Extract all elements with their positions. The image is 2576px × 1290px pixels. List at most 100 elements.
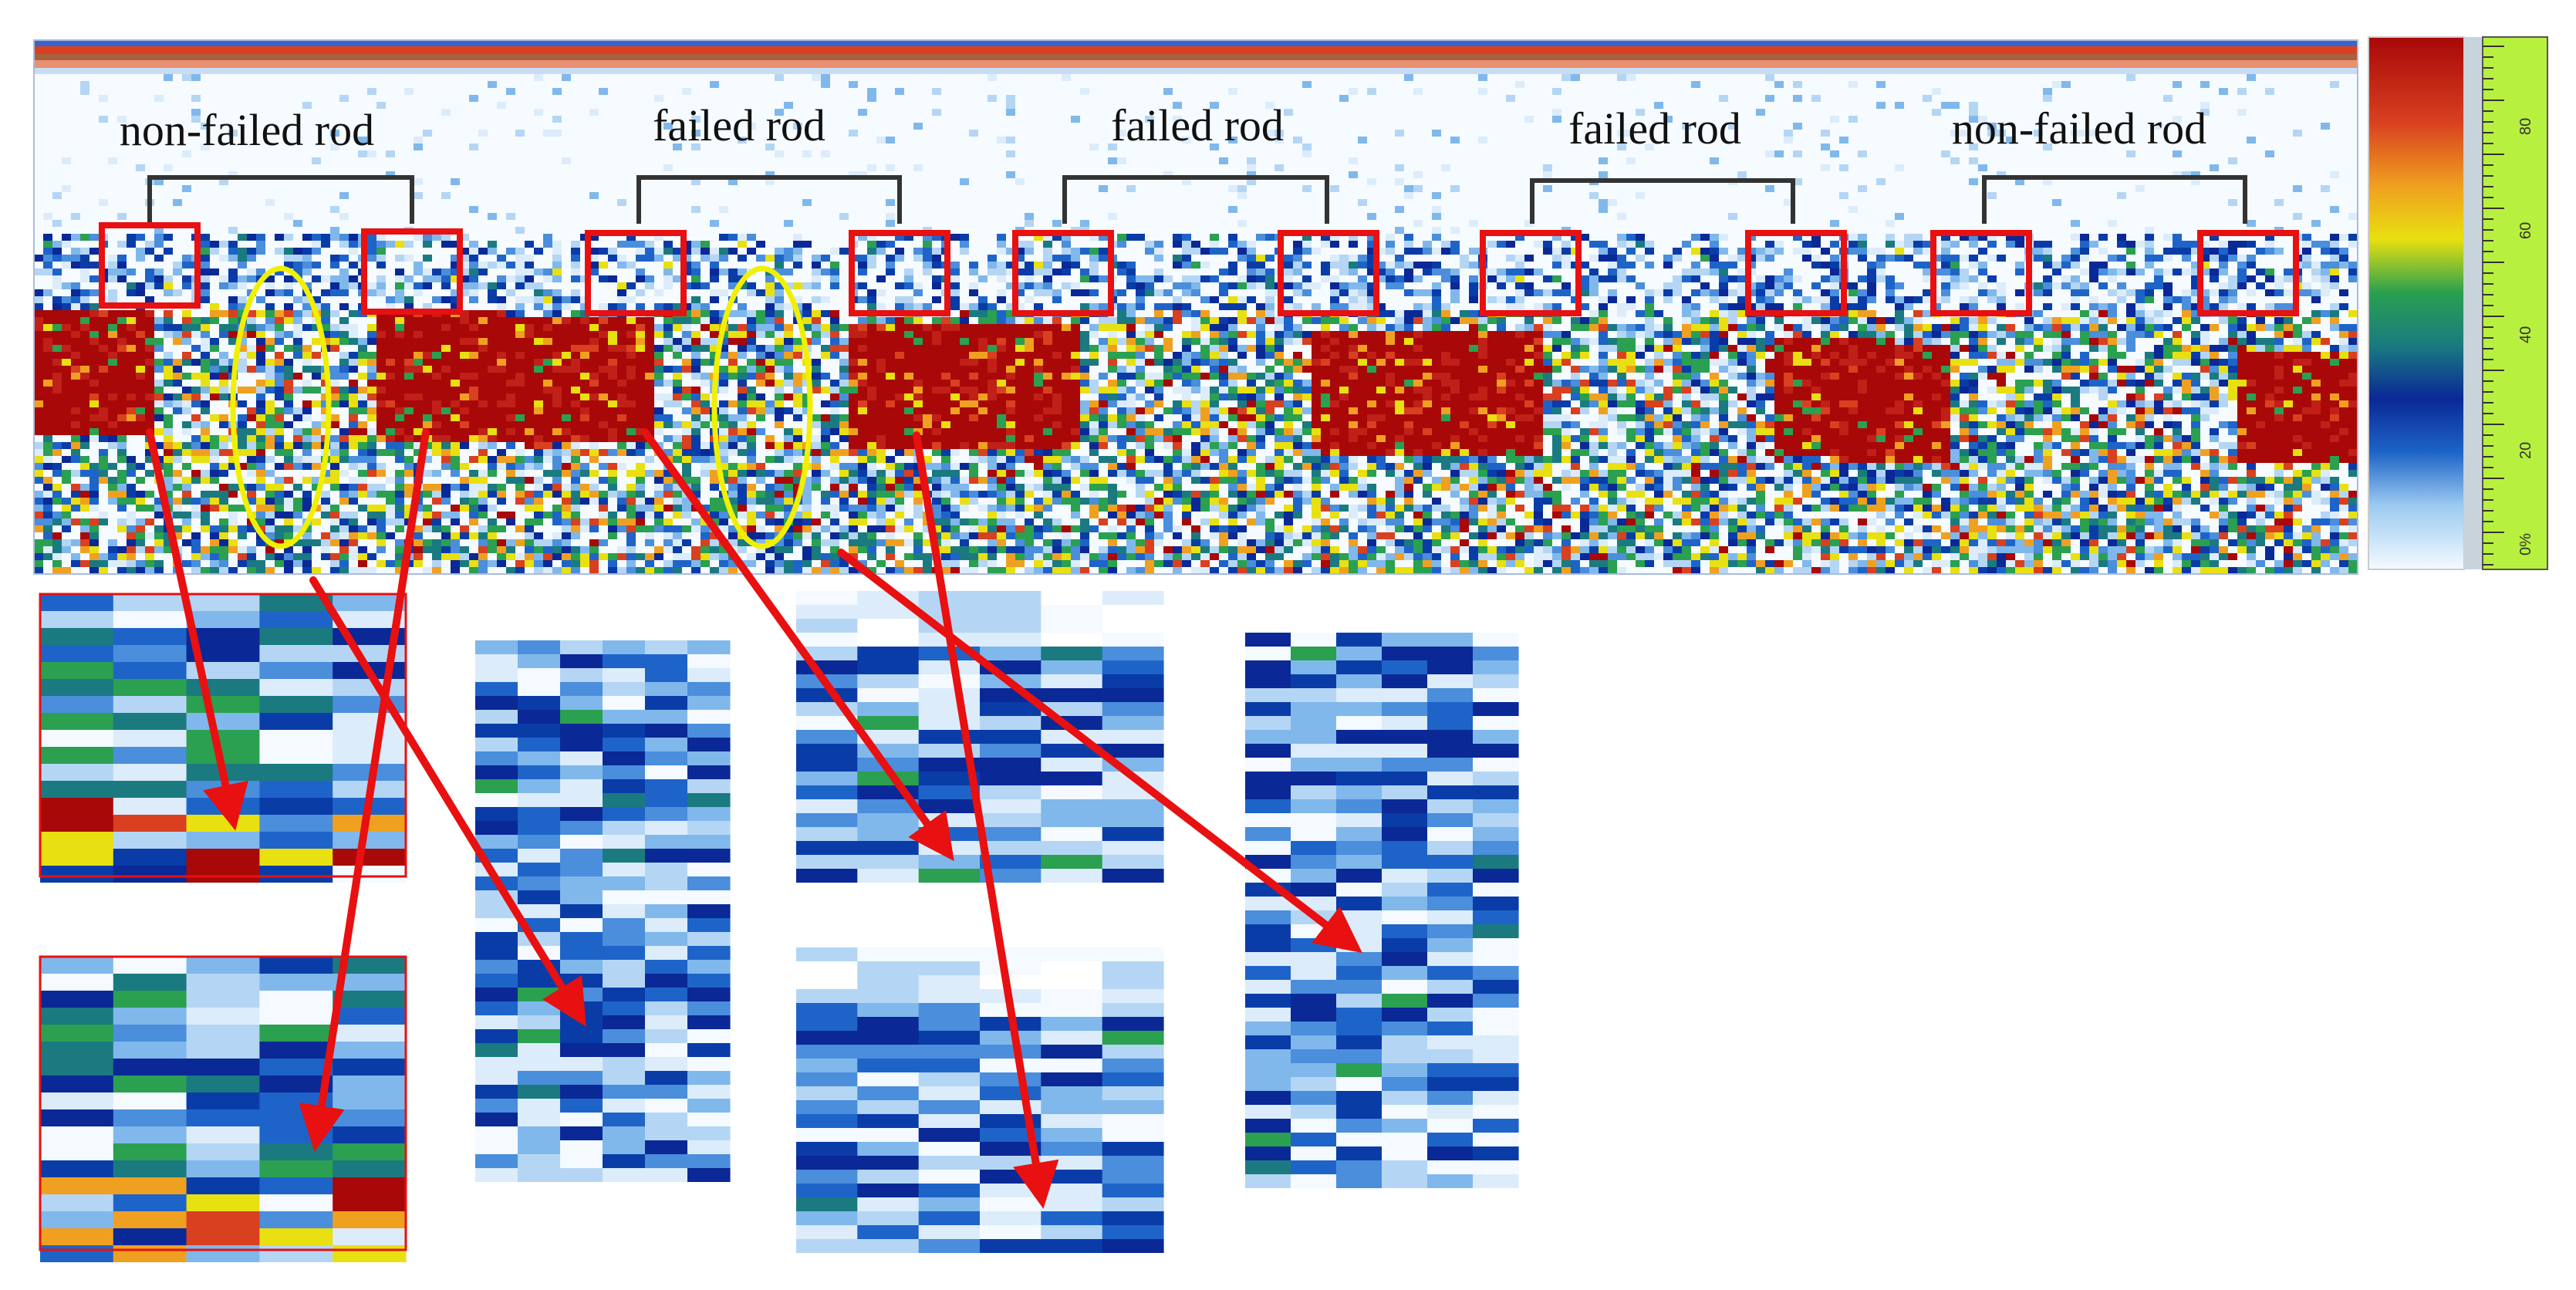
scan-cell [599,359,608,366]
scan-cell [876,303,886,310]
scan-cell [913,331,923,338]
scan-cell [330,282,339,289]
scan-cell [691,359,701,366]
scan-cell [478,421,488,428]
scan-cell [747,498,756,505]
scan-cell [904,331,913,338]
scan-cell [1173,241,1182,248]
scan-cell [719,546,728,553]
scan-cell [330,234,339,241]
scan-cell [1173,421,1182,428]
scan-cell [867,387,876,393]
scan-cell [645,275,654,282]
scan-cell [34,359,43,366]
scan-cell [738,428,747,435]
scan-cell [636,435,645,442]
scan-cell [321,532,330,539]
scan-cell [247,275,256,282]
scan-cell [127,373,136,380]
scan-cell [710,477,719,484]
scan-cell [839,532,849,539]
scan-cell [812,414,821,421]
scan-cell [552,88,562,95]
scan-cell [108,296,117,303]
scan-cell [312,352,321,359]
scan-cell [117,484,127,491]
scan-cell [191,345,201,352]
scan-cell [941,498,950,505]
scan-cell [117,442,127,449]
scan-cell [349,393,358,400]
scan-cell [858,518,867,525]
scan-cell [784,352,793,359]
scan-cell [932,407,941,414]
scan-cell [395,241,404,248]
scan-cell [738,345,747,352]
scan-cell [386,393,395,400]
scan-cell [719,387,728,393]
scan-cell [1182,255,1191,262]
scan-cell [256,296,265,303]
scan-cell [302,539,312,546]
scan-cell [1108,539,1117,546]
scan-cell [941,470,950,477]
scan-cell [886,255,895,262]
scan-cell [923,331,932,338]
scan-cell [988,303,997,310]
scan-cell [830,539,839,546]
scan-cell [960,442,969,449]
scan-cell [1182,435,1191,442]
scan-cell [265,442,275,449]
scan-cell [219,539,228,546]
scan-cell [969,393,978,400]
scan-cell [988,505,997,512]
scan-cell [62,296,71,303]
scan-cell [219,532,228,539]
scan-cell [663,241,673,248]
scan-cell [515,393,525,400]
scan-cell [876,407,886,414]
scan-cell [1043,560,1052,567]
scan-cell [534,491,543,498]
scan-cell [654,324,663,331]
scan-cell [376,407,386,414]
scan-cell [52,400,62,407]
scan-cell [867,345,876,352]
scan-cell [34,560,43,567]
scan-cell [691,449,701,456]
scan-cell [330,463,339,470]
scan-cell [145,400,154,407]
scan-cell [1043,463,1052,470]
scan-cell [312,373,321,380]
scan-cell [414,352,423,359]
scan-cell [312,567,321,574]
scan-cell [182,255,191,262]
scan-cell [543,289,552,296]
scan-cell [1163,525,1173,532]
scan-cell [247,456,256,463]
scan-cell [904,484,913,491]
scan-cell [302,553,312,560]
scan-cell [386,366,395,373]
scan-cell [1173,470,1182,477]
scan-cell [34,310,43,317]
scan-cell [293,262,302,268]
scan-cell [719,428,728,435]
scan-cell [1089,477,1099,484]
scan-cell [858,282,867,289]
scan-cell [497,303,506,310]
scan-cell [895,373,904,380]
scan-cell [1173,310,1182,317]
scan-cell [821,268,830,275]
scan-cell [701,317,710,324]
scan-cell [460,553,469,560]
scan-cell [1062,435,1071,442]
scan-cell [793,282,802,289]
scan-cell [923,567,932,574]
scan-cell [71,317,80,324]
scan-cell [201,373,210,380]
scan-cell [34,512,43,518]
scan-cell [858,296,867,303]
scan-cell [710,463,719,470]
scan-cell [534,567,543,574]
